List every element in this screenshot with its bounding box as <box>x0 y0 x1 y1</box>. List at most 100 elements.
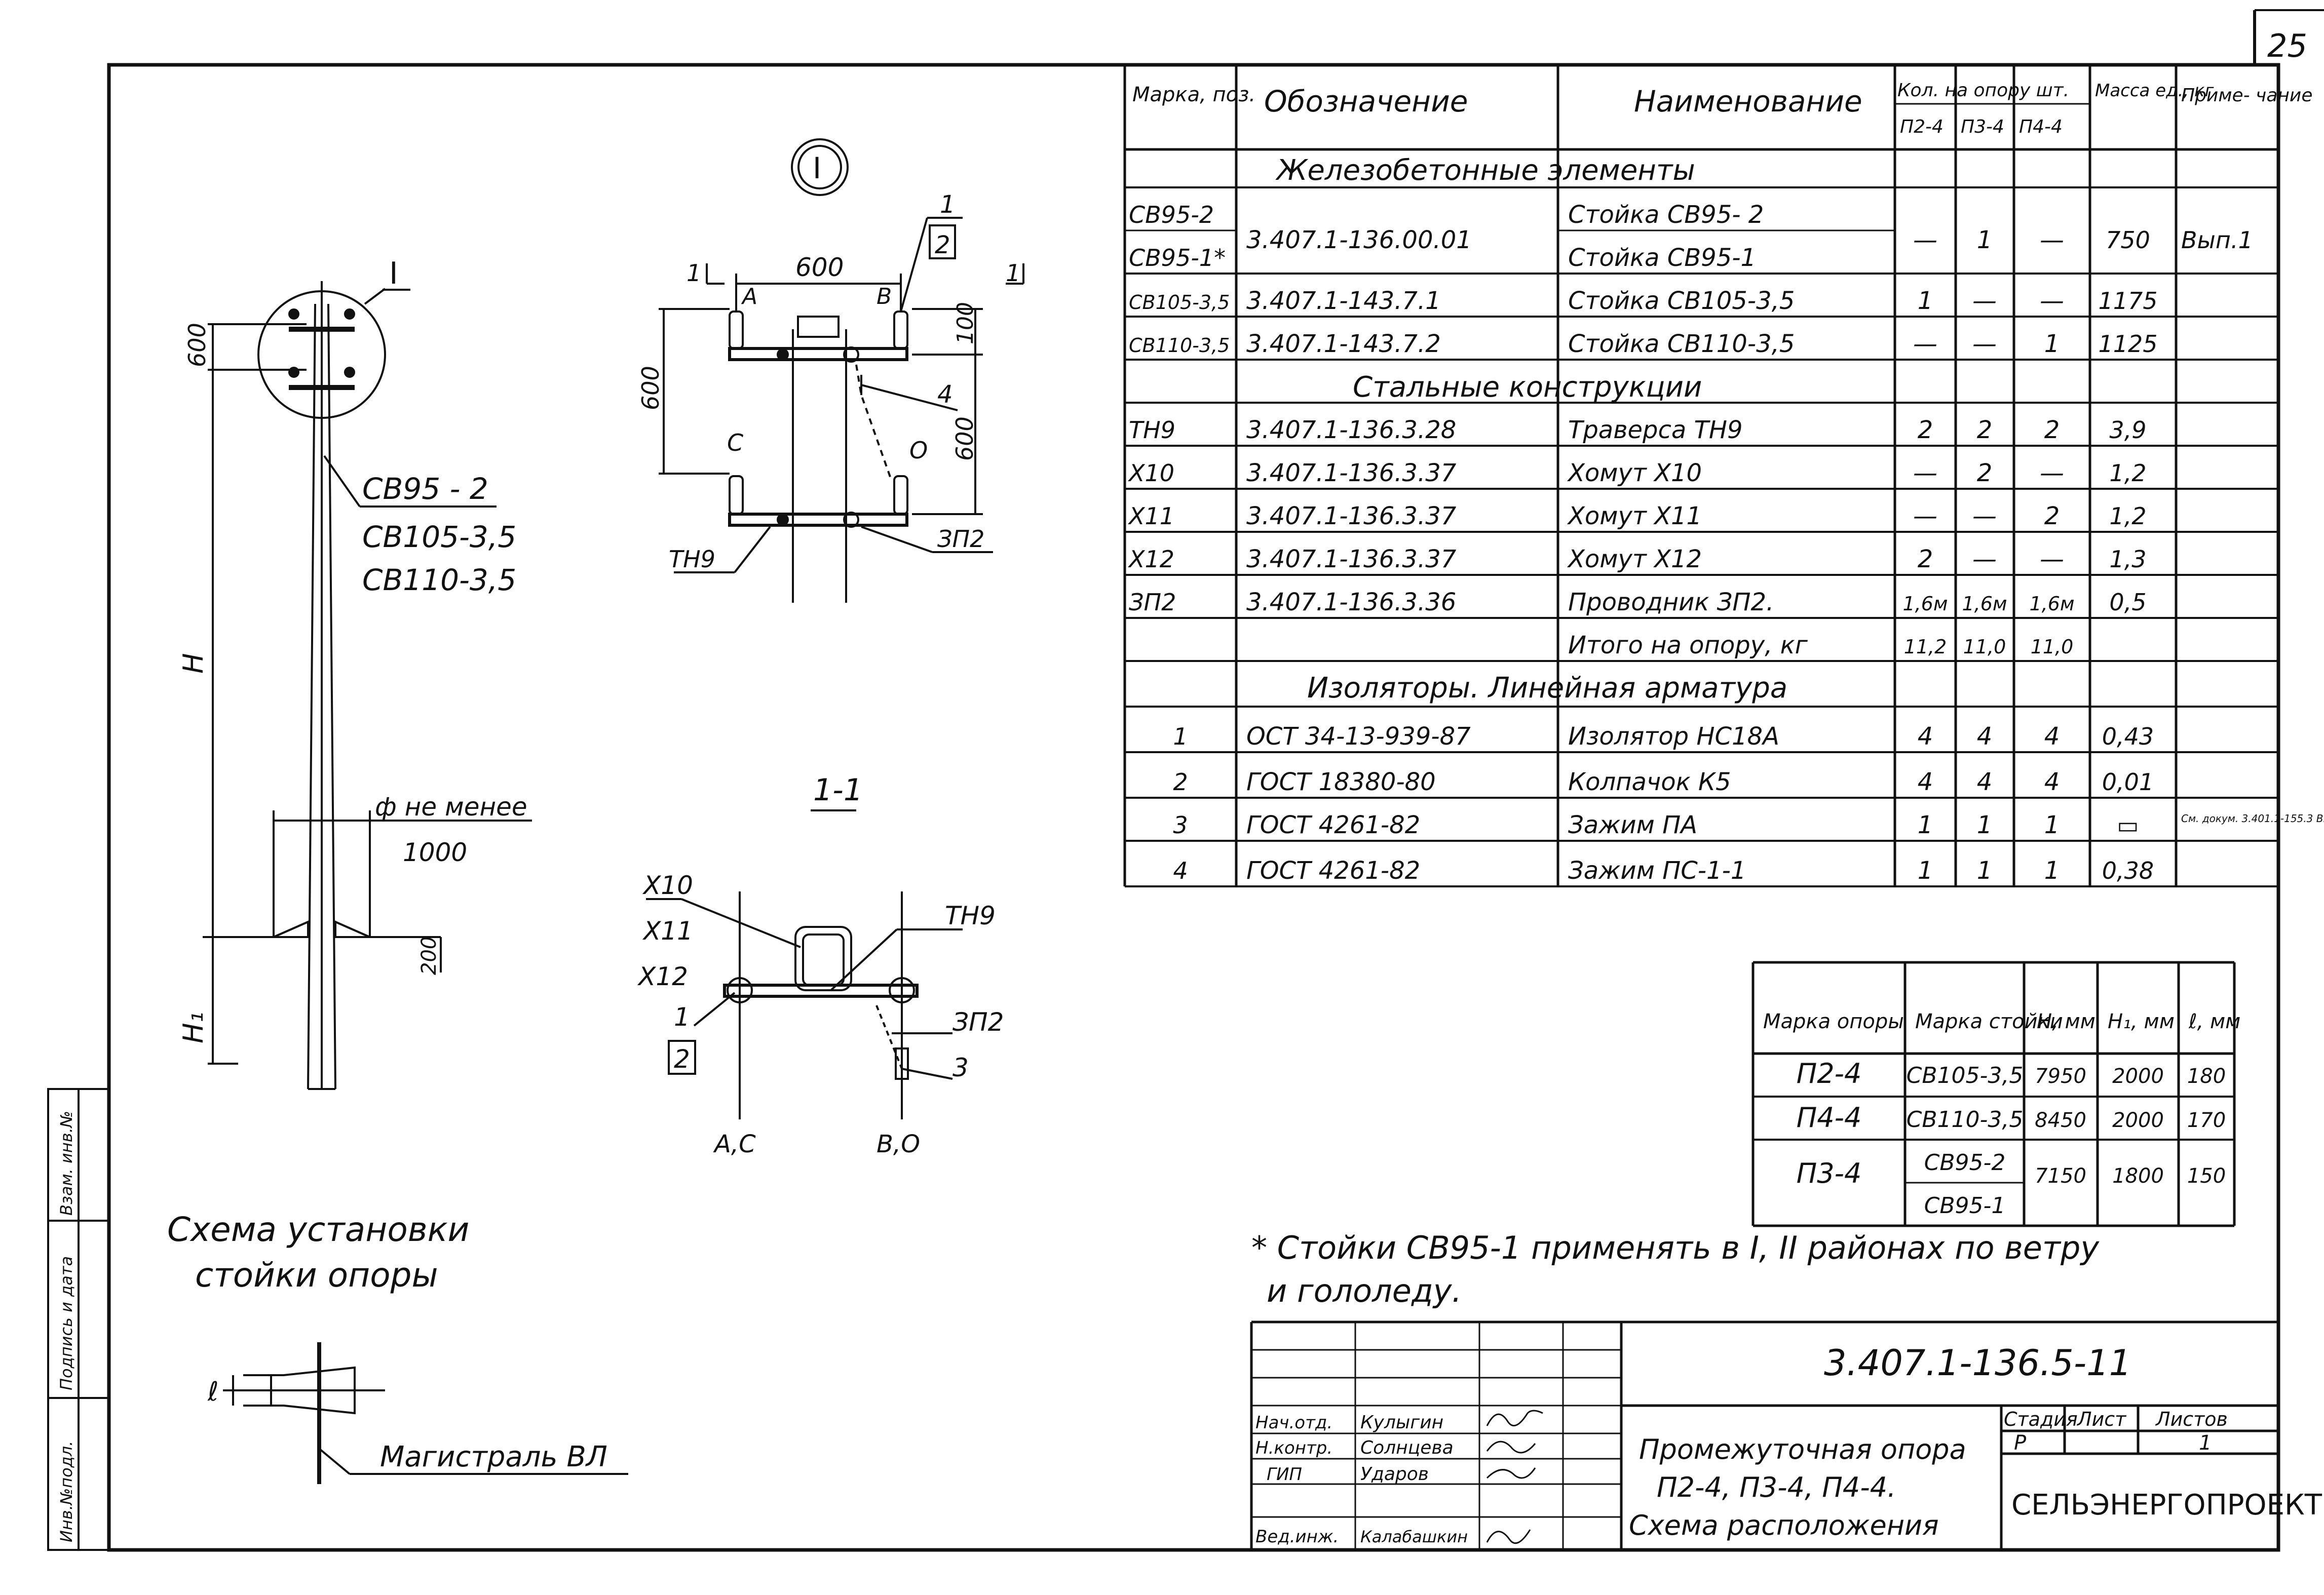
spec-row-12-qty-1: 1 <box>1918 811 1933 839</box>
role-gip: ГИП <box>1267 1464 1302 1485</box>
spec-row-1-mark: СВ95-1* <box>1129 244 1226 271</box>
header-qty-col-2: П3-4 <box>1961 116 2004 137</box>
spec-row-13-qty-2: 1 <box>1977 857 1993 885</box>
footnote-line-2: и гололеду. <box>1267 1272 1462 1309</box>
sheets-value: 1 <box>2199 1431 2212 1455</box>
pole-row-2-l: 150 <box>2187 1164 2226 1188</box>
doc-code: 3.407.1-136.5-11 <box>1824 1342 2131 1384</box>
pole-row-0-l: 180 <box>2187 1065 2226 1088</box>
label-x11: Х11 <box>642 916 693 946</box>
spec-row-3-qty-2: — <box>1972 330 1997 358</box>
dim-h1: H₁ <box>177 1012 209 1043</box>
ell-label: ℓ <box>207 1377 218 1407</box>
signature-1 <box>1486 1410 1543 1426</box>
label-zp2-section: ЗП2 <box>953 1007 1004 1037</box>
node-mark-label: I <box>389 256 398 291</box>
spec-row-12-designation: ГОСТ 4261-82 <box>1246 811 1420 839</box>
node-detail-mark: I <box>813 151 821 185</box>
spec-row-3-mark: СВ110-3,5 <box>1129 334 1230 357</box>
dim-600-vertical: 600 <box>637 366 664 410</box>
pole-row-1-l: 170 <box>2187 1109 2226 1132</box>
spec-row-7-mark: Х12 <box>1128 546 1174 573</box>
pole-mark-2: СВ105-3,5 <box>362 520 516 554</box>
pole-row-0-support: П2-4 <box>1797 1058 1862 1090</box>
scheme-title-1: Схема установки <box>167 1210 469 1249</box>
title-line-3: Схема расположения <box>1629 1509 1939 1541</box>
spec-row-1-qty-2: 1 <box>1977 226 1993 254</box>
signature-3 <box>1486 1467 1536 1479</box>
label-th9-section: ТН9 <box>945 901 996 930</box>
pole-row-1-h: 8450 <box>2035 1109 2086 1132</box>
name-head: Кулыгин <box>1360 1412 1443 1433</box>
section-steel: Стальные конструкции <box>1353 371 1702 404</box>
section-insulators: Изоляторы. Линейная арматура <box>1307 672 1787 705</box>
label-x12: Х12 <box>637 962 688 991</box>
spec-row-6-name: Хомут Х11 <box>1567 502 1702 530</box>
header-mass: Масса ед., кг <box>2095 81 2215 101</box>
spec-row-10-designation: ОСТ 34-13-939-87 <box>1246 722 1471 751</box>
spec-row-6-qty-3: 2 <box>2044 502 2060 530</box>
signature-2 <box>1486 1441 1536 1454</box>
spec-row-5-qty-3: — <box>2040 459 2064 487</box>
spec-row-2-mark: СВ105-3,5 <box>1129 291 1230 314</box>
spec-row-7-designation: 3.407.1-136.3.37 <box>1246 545 1457 573</box>
callout-1-node: 1 <box>940 190 956 219</box>
pole-row-2-pole: СВ95-2 <box>1924 1150 2006 1176</box>
spec-row-8-qty-1: 1,6м <box>1902 593 1948 615</box>
spec-row-5-designation: 3.407.1-136.3.37 <box>1246 459 1457 487</box>
header-designation: Обозначение <box>1264 84 1468 119</box>
organization-name: СЕЛЬЭНЕРГОПРОЕКТ <box>2011 1489 2322 1522</box>
spec-row-5-mass: 1,2 <box>2109 459 2146 487</box>
spec-row-11-qty-3: 4 <box>2044 768 2060 796</box>
spec-row-2-qty-2: — <box>1972 287 1997 315</box>
spec-row-2-name: Стойка СВ105-3,5 <box>1568 287 1795 315</box>
spec-row-6-qty-1: — <box>1913 502 1937 530</box>
spec-row-5-name: Хомут Х10 <box>1567 459 1702 487</box>
side-stamp: Инв.№подл. Подпись и дата Взам. инв.№ <box>47 1088 110 1551</box>
pole-header-1: Марка стойки <box>1915 1010 2063 1033</box>
label-th9-node: ТН9 <box>669 546 715 573</box>
stamp-inv-number: Инв.№подл. <box>57 1441 76 1542</box>
spec-row-5-qty-1: — <box>1913 459 1937 487</box>
spec-table-grid <box>1123 63 2280 887</box>
spec-row-1-note: Вып.1 <box>2181 226 2253 254</box>
pole-elevation: I 600 H H₁ СВ95 - 2 СВ105-3,5 СВ110-3,5 … <box>177 256 532 1090</box>
pole-row-0-h: 7950 <box>2035 1065 2086 1088</box>
point-b: B <box>877 284 892 309</box>
spec-row-1-name: Стойка СВ95-1 <box>1568 244 1756 272</box>
dim-200: 200 <box>417 937 441 975</box>
footnote-line-1: * Стойки СВ95-1 применять в I, II района… <box>1251 1229 2100 1266</box>
spec-row-13-designation: ГОСТ 4261-82 <box>1246 857 1420 885</box>
label-zp2-node: ЗП2 <box>937 525 984 553</box>
title-line-2: П2-4, П3-4, П4-4. <box>1657 1471 1896 1503</box>
header-qty-col-1: П2-4 <box>1900 116 1944 137</box>
spec-row-2-mass: 1175 <box>2098 287 2157 315</box>
spec-row-9-name: Итого на опору, кг <box>1568 631 1808 659</box>
spec-row-4-qty-1: 2 <box>1918 416 1933 444</box>
spec-row-10-qty-1: 4 <box>1918 722 1933 751</box>
spec-row-10-mark: 1 <box>1173 723 1188 750</box>
header-mark: Марка, поз. <box>1132 83 1255 106</box>
dim-600-pole: 600 <box>183 323 211 367</box>
spec-row-11-qty-1: 4 <box>1918 768 1933 796</box>
label-x10: Х10 <box>642 871 693 900</box>
pole-row-2-support: П3-4 <box>1797 1157 1862 1189</box>
spec-row-9-qty-3: 11,0 <box>2031 636 2074 658</box>
spec-row-2-qty-3: — <box>2040 287 2064 315</box>
spec-row-6-designation: 3.407.1-136.3.37 <box>1246 502 1457 530</box>
title-block: 3.407.1-136.5-11 Нач.отд. Н.контр. ГИП В… <box>1250 1320 2322 1550</box>
name-gip: Ударов <box>1360 1464 1429 1485</box>
pole-table-grid <box>1751 961 2236 1227</box>
stamp-signature-date: Подпись и дата <box>57 1256 76 1390</box>
sheets-label: Листов <box>2155 1408 2228 1430</box>
section-mark-left: 1 <box>687 259 701 287</box>
pole-row-1-pole: СВ110-3,5 <box>1907 1107 2024 1133</box>
stage-label: Стадия <box>2004 1408 2078 1430</box>
stamp-replaced-inv: Взам. инв.№ <box>57 1111 76 1216</box>
spec-row-10-qty-2: 4 <box>1977 722 1993 751</box>
spec-row-4-qty-3: 2 <box>2044 416 2060 444</box>
spec-row-8-designation: 3.407.1-136.3.36 <box>1246 588 1456 616</box>
spec-row-13-name: Зажим ПС-1-1 <box>1568 857 1746 885</box>
